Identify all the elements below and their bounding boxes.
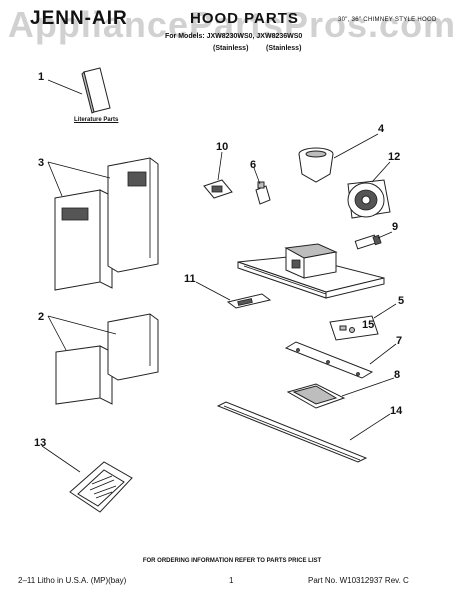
callout-13: 13 <box>34 437 46 449</box>
leader-13 <box>41 445 81 473</box>
part-number: Part No. W10312937 Rev. C <box>308 576 409 585</box>
lamp-holder[interactable] <box>354 234 382 250</box>
callout-14: 14 <box>390 405 403 417</box>
leader-7 <box>369 343 397 365</box>
literature-parts-label: Literature Parts <box>74 117 119 123</box>
callout-2: 2 <box>38 311 44 323</box>
callout-6: 6 <box>250 159 256 171</box>
leader-11 <box>195 281 231 301</box>
leader-6 <box>253 167 261 185</box>
leader-4 <box>333 133 379 159</box>
callout-7: 7 <box>396 335 402 347</box>
callout-10: 10 <box>216 141 228 153</box>
vent-slots <box>61 207 89 221</box>
leader-5 <box>373 303 397 319</box>
model-finish-2: (Stainless) <box>266 45 302 52</box>
knob[interactable] <box>255 181 271 205</box>
leader-3b <box>47 161 63 197</box>
callout-8: 8 <box>394 369 400 381</box>
upper-duct-cover[interactable] <box>54 157 159 291</box>
model-numbers: For Models: JXW8230WS0, JXW8236WS0 <box>165 33 303 40</box>
page-title: HOOD PARTS <box>190 10 299 27</box>
leader-2 <box>47 315 117 335</box>
control-board[interactable] <box>203 179 233 199</box>
grease-filter[interactable] <box>286 383 346 409</box>
callout-1: 1 <box>38 71 44 83</box>
leader-1 <box>47 79 83 95</box>
light-panel[interactable] <box>216 401 368 463</box>
leader-9 <box>377 231 393 239</box>
leader-12 <box>371 161 391 183</box>
callout-3: 3 <box>38 157 44 169</box>
callout-9: 9 <box>392 221 398 233</box>
page-number: 1 <box>229 576 234 585</box>
leader-10 <box>217 151 223 181</box>
brand-logo: JENN-AIR <box>30 8 128 29</box>
hardware-bag[interactable] <box>329 315 379 341</box>
leader-2b <box>47 315 67 351</box>
leader-3 <box>47 161 111 179</box>
litho-note: 2–11 Litho in U.S.A. (MP)(bay) <box>18 576 127 585</box>
installation-instructions-bag[interactable] <box>69 461 133 513</box>
vent-slots <box>127 171 147 187</box>
hood-canopy[interactable] <box>237 243 385 299</box>
leader-8 <box>341 377 395 397</box>
leader-14 <box>349 413 391 441</box>
duct-connector[interactable] <box>298 147 334 183</box>
blower-assembly[interactable] <box>347 179 391 219</box>
callout-15: 15 <box>362 319 374 331</box>
callout-4: 4 <box>378 123 385 135</box>
callout-5: 5 <box>398 295 404 307</box>
callout-12: 12 <box>388 151 400 163</box>
model-finish-1: (Stainless) <box>213 45 249 52</box>
ordering-note: FOR ORDERING INFORMATION REFER TO PARTS … <box>142 558 322 564</box>
light-switch[interactable] <box>226 293 272 309</box>
filter-retainer[interactable] <box>284 341 374 379</box>
product-description: 30", 36" CHIMNEY STYLE HOOD <box>338 17 437 23</box>
callout-11: 11 <box>184 273 196 285</box>
lower-duct-cover[interactable] <box>55 313 159 405</box>
literature-booklet[interactable] <box>81 67 111 114</box>
